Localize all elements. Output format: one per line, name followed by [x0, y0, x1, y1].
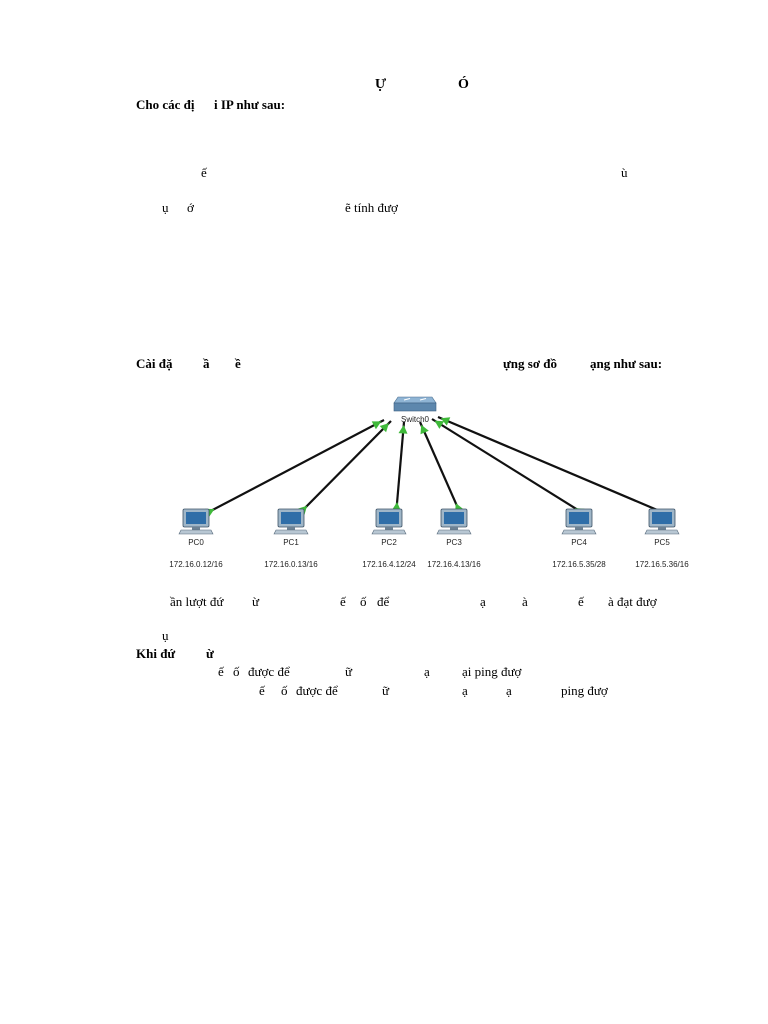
pc-icon-pc3[interactable]: [436, 508, 472, 535]
intro-line: Cho các đị i IP như sau:: [136, 97, 286, 112]
ping2-fragment-2: ố: [281, 683, 288, 698]
link-pc5: [437, 415, 670, 517]
line1-fragment-6: ạ: [480, 594, 486, 609]
pc-ip-label: 172.16.5.36/16: [635, 560, 689, 569]
link-status-switch-side: [440, 417, 451, 426]
ping1-fragment-3: được để: [248, 664, 290, 679]
pc-ip-label: 172.16.0.12/16: [169, 560, 223, 569]
pc-icon-pc0[interactable]: [178, 508, 214, 535]
pc-ip-label: 172.16.4.13/16: [427, 560, 481, 569]
pc-name-label: PC2: [381, 538, 397, 547]
ping2-fragment-7: ping đượ: [561, 683, 608, 698]
ping1-fragment-1: ế: [218, 664, 224, 679]
pc-name-label: PC1: [283, 538, 299, 547]
link-pc0: [202, 419, 385, 516]
ping1-fragment-4: ữ: [345, 664, 353, 679]
pc-ip-label: 172.16.4.12/24: [362, 560, 416, 569]
pc-group: PC0 172.16.0.12/16 PC1 172.16.0.13/16 PC2 172…: [169, 508, 689, 569]
line1-fragment-8: ế: [578, 594, 584, 609]
line1-fragment-2: ừ: [252, 594, 260, 609]
ping2-fragment-6: ạ: [506, 683, 512, 698]
network-diagram-svg: Switch0 PC0 172.16.0.12/16 PC1 172.16.0.13/…: [136, 375, 718, 590]
ping1-fragment-5: ạ: [424, 664, 430, 679]
pc-ip-label: 172.16.0.13/16: [264, 560, 318, 569]
title-fragment-2: Ó: [458, 77, 469, 92]
line1-fragment-4: ố: [360, 594, 367, 609]
line1-fragment-7: à: [522, 594, 528, 609]
ping2-fragment-1: ế: [259, 683, 265, 698]
network-diagram: Switch0 PC0 172.16.0.12/16 PC1 172.16.0.13/…: [136, 375, 718, 590]
ping1-fragment-2: ố: [233, 664, 240, 679]
link-pc2: [394, 421, 406, 516]
setup-heading-3: ề: [235, 356, 241, 371]
link-status-switch-side: [379, 423, 389, 433]
setup-heading-5: ạng như sau:: [590, 356, 663, 371]
pc-icon-pc1[interactable]: [273, 508, 309, 535]
title-fragment-1: Ự: [375, 77, 387, 92]
pc-name-label: PC5: [654, 538, 670, 547]
para2-fragment-1: ụ: [162, 200, 169, 215]
setup-heading-2: ầ: [203, 356, 210, 371]
line2-fragment: ụ: [162, 628, 169, 643]
setup-heading-1: Cài đặ: [136, 356, 173, 371]
switch-icon[interactable]: [393, 396, 437, 412]
pc-ip-label: 172.16.5.35/28: [552, 560, 606, 569]
link-pc3: [418, 421, 463, 516]
pc-icon-pc4[interactable]: [561, 508, 597, 535]
ping2-fragment-5: ạ: [462, 683, 468, 698]
para1-fragment-1: ế: [201, 165, 207, 180]
ping2-fragment-3: được để: [296, 683, 338, 698]
line1-fragment-5: để: [377, 594, 390, 609]
link-status-switch-side: [371, 421, 382, 430]
para2-fragment-3: ẽ tính đượ: [345, 200, 398, 215]
pc-icon-pc2[interactable]: [371, 508, 407, 535]
link-status-switch-side: [420, 424, 429, 435]
ping1-fragment-6: ại ping đượ: [462, 664, 522, 679]
switch-label: Switch0: [401, 415, 430, 424]
para2-fragment-2: ớ: [187, 200, 194, 215]
link-status-switch-side: [398, 425, 408, 434]
pc-name-label: PC3: [446, 538, 462, 547]
khi-fragment-2: ừ: [206, 646, 214, 661]
link-pc1: [297, 420, 392, 516]
line1-fragment-3: ế: [340, 594, 346, 609]
link-status-switch-side: [434, 420, 445, 429]
ping2-fragment-4: ữ: [382, 683, 390, 698]
khi-fragment-1: Khi đứ: [136, 646, 176, 661]
pc-icon-pc5[interactable]: [644, 508, 680, 535]
line1-fragment-1: ần lượt đứ: [170, 594, 224, 609]
para1-fragment-2: ù: [621, 165, 628, 180]
line1-fragment-9: à đạt đượ: [608, 594, 657, 609]
setup-heading-4: ựng sơ đồ: [503, 356, 558, 371]
pc-name-label: PC4: [571, 538, 587, 547]
pc-name-label: PC0: [188, 538, 204, 547]
link-pc4: [431, 418, 587, 516]
